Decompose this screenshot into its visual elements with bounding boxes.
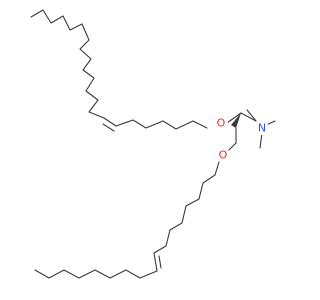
oxygen-atom-upper: O [217,117,226,130]
backbone [226,109,276,151]
bond-c1-n [246,109,257,122]
bond-o1-c2 [226,112,242,124]
lower-cis-double-bond [153,252,158,272]
upper-cis-double-bond [103,117,117,127]
molecule-structure: O N O [30,9,276,279]
lower-cis-double-bond-inner [158,255,162,269]
atom-labels: O N O [214,116,269,162]
bond-c2-c1 [240,112,257,122]
upper-chain-bonds-terminal [30,9,105,119]
upper-chain [30,9,208,132]
oxygen-atom-lower: O [219,149,228,162]
nitrogen-atom: N [258,122,266,135]
upper-chain-bonds-proximal [115,119,208,130]
bond-c3-o2 [228,142,237,151]
stereo-wedge [231,113,241,128]
upper-cis-double-bond-inner [102,123,115,132]
lower-chain-bonds-proximal [153,161,220,254]
lower-chain-bonds-terminal [34,269,158,279]
bond-n-methyl-b [259,132,263,149]
lower-chain [34,161,220,279]
